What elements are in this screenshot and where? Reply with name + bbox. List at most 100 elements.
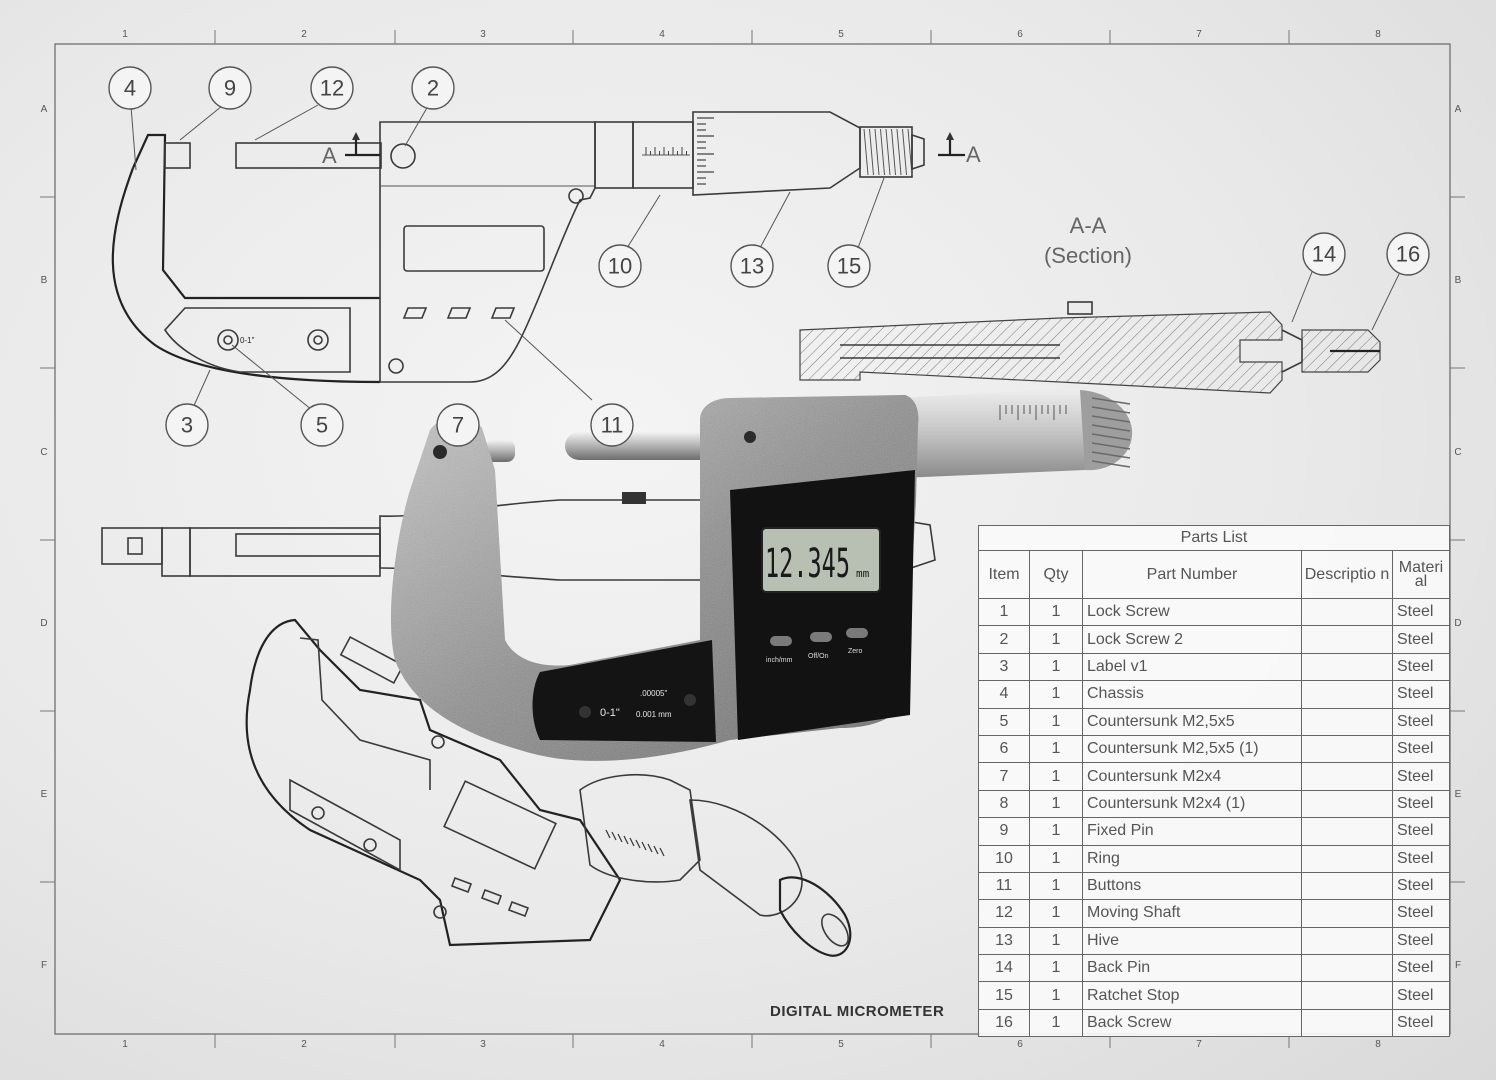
iso-frame xyxy=(245,618,622,947)
qty-cell: 1 xyxy=(1029,926,1083,956)
resolution-mm: 0.001 mm xyxy=(636,710,672,719)
material-cell: Steel xyxy=(1392,981,1450,1010)
item-cell: 3 xyxy=(978,652,1030,682)
zone-row-label: C xyxy=(1454,447,1461,458)
button-zero[interactable] xyxy=(846,628,868,638)
description-cell xyxy=(1301,680,1393,709)
qty-cell: 1 xyxy=(1029,625,1083,654)
balloon-9: 9 xyxy=(208,66,252,110)
svg-text:2: 2 xyxy=(427,76,439,101)
button-inch-mm[interactable] xyxy=(770,636,792,646)
qty-cell: 1 xyxy=(1029,981,1083,1010)
description-cell xyxy=(1301,625,1393,654)
part-number-cell: Ratchet Stop xyxy=(1082,981,1302,1010)
part-number-cell: Hive xyxy=(1082,926,1302,956)
svg-text:9: 9 xyxy=(224,76,236,101)
part-number-cell: Countersunk M2,5x5 xyxy=(1082,707,1302,736)
render-lcd xyxy=(761,527,881,593)
leader-lines xyxy=(130,104,1401,411)
drawing-buttons xyxy=(402,307,516,319)
sleeve-scale xyxy=(645,147,687,155)
render-anvil xyxy=(485,440,515,462)
item-cell: 12 xyxy=(978,899,1030,928)
material-cell: Steel xyxy=(1392,954,1450,983)
description-cell xyxy=(1301,899,1393,928)
item-cell: 2 xyxy=(978,625,1030,654)
balloon-16: 16 xyxy=(1386,232,1430,276)
description-cell xyxy=(1301,926,1393,956)
item-cell: 16 xyxy=(978,1008,1030,1038)
qty-cell: 1 xyxy=(1029,844,1083,873)
material-cell: Steel xyxy=(1392,789,1450,819)
zone-row-label: C xyxy=(40,447,47,458)
zone-col-label: 1 xyxy=(122,29,128,40)
render-thimble xyxy=(900,388,1095,478)
render-thimble-scale xyxy=(999,405,1067,420)
render-display-panel xyxy=(730,470,915,740)
material-cell: Steel xyxy=(1392,762,1450,791)
material-cell: Steel xyxy=(1392,844,1450,873)
button-off-on[interactable] xyxy=(810,632,832,642)
item-cell: 4 xyxy=(978,680,1030,709)
material-cell: Steel xyxy=(1392,734,1450,764)
balloon-14: 14 xyxy=(1302,232,1346,276)
moving-shaft xyxy=(235,142,382,169)
item-cell: 10 xyxy=(978,844,1030,873)
qty-cell: 1 xyxy=(1029,680,1083,709)
thimble-scale xyxy=(697,117,714,185)
item-cell: 11 xyxy=(978,871,1030,901)
col-material: Materi al xyxy=(1392,550,1450,599)
item-cell: 7 xyxy=(978,762,1030,791)
zone-col-label: 2 xyxy=(301,29,307,40)
render-buttons: inch/mm Off/On Zero xyxy=(766,628,868,664)
material-cell: Steel xyxy=(1392,899,1450,928)
screw-8 xyxy=(388,358,404,374)
iso-sleeve xyxy=(579,774,701,883)
zone-col-label: 7 xyxy=(1196,29,1202,40)
col-description: Descriptio n xyxy=(1301,550,1393,599)
resolution-inch: .00005" xyxy=(640,689,667,698)
part-number-cell: Moving Shaft xyxy=(1082,899,1302,928)
part-number-cell: Back Screw xyxy=(1082,1008,1302,1038)
description-cell xyxy=(1301,1008,1393,1038)
balloon-13: 13 xyxy=(730,244,774,288)
material-cell: Steel xyxy=(1392,871,1450,901)
ring xyxy=(594,121,634,189)
svg-text:5: 5 xyxy=(316,413,328,438)
zone-row-label: F xyxy=(41,960,47,971)
qty-cell: 1 xyxy=(1029,1008,1083,1038)
iso-buttons xyxy=(450,876,530,918)
part-number-cell: Countersunk M2x4 (1) xyxy=(1082,789,1302,819)
zone-col-label: 3 xyxy=(480,29,486,40)
side-anvil xyxy=(101,527,163,565)
zone-row-label: D xyxy=(40,618,47,629)
zone-row-label: E xyxy=(1455,789,1462,800)
balloon-4: 4 xyxy=(108,66,152,110)
range-label: 0-1" xyxy=(600,707,620,719)
item-cell: 9 xyxy=(978,817,1030,846)
zone-col-label: 8 xyxy=(1375,29,1381,40)
item-cell: 15 xyxy=(978,981,1030,1010)
section-mark-right: A xyxy=(938,132,981,167)
lcd-value: 12.345 xyxy=(765,541,850,587)
screw-5 xyxy=(217,329,239,351)
qty-cell: 1 xyxy=(1029,871,1083,901)
zone-col-label: 6 xyxy=(1017,1039,1023,1050)
zone-row-label: B xyxy=(41,275,48,286)
chassis-body xyxy=(379,121,596,383)
balloon-2: 2 xyxy=(411,66,455,110)
micrometer-render: 12.345 mm inch/mm Off/On Zero 0-1" .0000… xyxy=(390,388,1133,761)
part-number-cell: Ring xyxy=(1082,844,1302,873)
balloon-12: 12 xyxy=(310,66,354,110)
